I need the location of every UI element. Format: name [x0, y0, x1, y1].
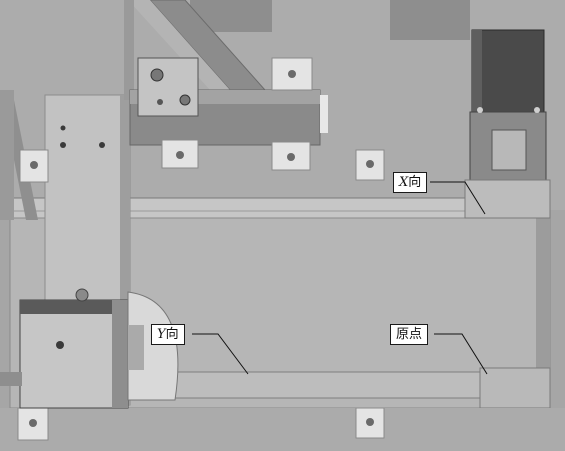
y-rail — [119, 371, 551, 399]
origin-label: 原点 — [390, 324, 429, 345]
origin-text: 原点 — [396, 327, 423, 342]
motor-screw-2 — [534, 107, 540, 113]
y-coupling-shaft — [128, 325, 144, 370]
y-rail-end-block — [479, 367, 551, 409]
y-axis-letter: Y — [157, 327, 166, 342]
motor-screw-1 — [477, 107, 483, 113]
origin-leader-line — [434, 333, 488, 375]
x-axis-letter: X — [399, 175, 409, 190]
x-motor-coupler — [491, 129, 527, 171]
y-motor-top — [20, 300, 128, 314]
t-slot-brackets — [17, 57, 385, 441]
column-hole-1 — [60, 142, 66, 148]
top-block-right — [390, 0, 470, 40]
x-direction-label: X向 — [393, 172, 428, 193]
x-axis-suffix: 向 — [408, 175, 422, 190]
right-frame — [536, 210, 550, 408]
left-lower-bar — [0, 372, 22, 386]
y-direction-label: Y向 — [151, 324, 185, 345]
y-motor-housing — [19, 299, 129, 409]
bottom-strip — [0, 408, 565, 451]
carriage-endcap — [320, 95, 328, 133]
y-motor-knob — [75, 288, 89, 302]
x-motor-base — [464, 179, 551, 219]
bracket-bolt-3 — [157, 99, 163, 105]
left-edge-bar — [0, 90, 14, 220]
x-motor-body — [471, 29, 545, 119]
y-motor-hole — [56, 341, 64, 349]
diagonal-beam-2 — [128, 0, 230, 90]
y-axis-suffix: 向 — [165, 327, 179, 342]
column-hole-3 — [60, 125, 66, 131]
x-motor-face — [472, 30, 482, 118]
x-leader-line — [430, 181, 486, 215]
carriage-bracket — [137, 57, 199, 117]
bracket-bolt-1 — [150, 68, 164, 82]
bracket-bolt-2 — [179, 94, 191, 106]
y-motor-side — [112, 300, 128, 408]
left-column-shade — [120, 95, 130, 405]
t-slot-nuts — [29, 70, 374, 427]
upper-rod — [124, 0, 134, 100]
y-leader-line — [192, 333, 249, 375]
column-hole-2 — [99, 142, 105, 148]
